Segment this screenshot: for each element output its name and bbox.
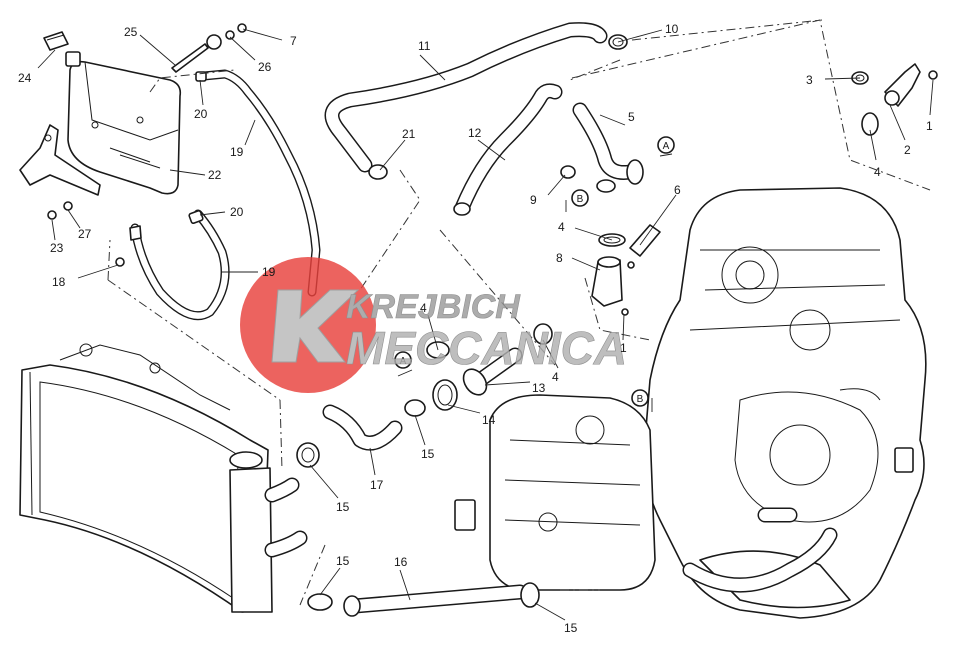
callout-25: 25 [124,25,138,39]
breather-hose-19-upper [199,69,321,297]
bleed-valve-screw [171,23,247,73]
svg-text:A: A [663,141,670,152]
callout-7: 7 [290,34,297,48]
callout-11: 11 [418,39,431,53]
expansion-tank [65,51,182,195]
tank-cap [43,31,69,51]
flow-marker-a-mid: A [394,351,413,377]
svg-text:B: B [577,194,584,205]
hose-11 [324,22,608,173]
callout-4-center: 4 [558,220,565,234]
clamp-4-right [533,323,553,345]
krejbich-meccanica-watermark: KREJBICH MECCANICA [240,257,627,393]
callout-14: 14 [482,413,496,427]
leader-lines [37,28,934,621]
callout-4-right: 4 [552,370,559,384]
callout-26: 26 [258,60,272,74]
callout-labels: 24 25 7 26 20 19 22 20 23 27 18 19 11 10… [18,22,933,635]
clamp-15-c [307,593,333,611]
radiator [19,343,308,613]
callout-4-top: 4 [874,165,881,179]
callout-20-mid: 20 [230,205,244,219]
fitting-2 [884,63,921,107]
clamp-9 [560,165,576,179]
callout-3: 3 [806,73,813,87]
callout-19-mid: 19 [262,265,276,279]
callout-9: 9 [530,193,537,207]
callout-20-top: 20 [194,107,208,121]
pipe-13 [462,347,523,396]
temperature-sensor-6 [627,224,661,269]
callout-13: 13 [532,381,546,395]
svg-text:A: A [400,356,407,367]
watermark-line1: KREJBICH [346,288,521,326]
clamp-15-d [520,582,540,608]
routing-lines [107,19,931,606]
oring-14 [432,379,458,411]
callout-5: 5 [628,110,635,124]
callout-12: 12 [468,126,482,140]
hose-12 [453,83,563,216]
callout-18: 18 [52,275,66,289]
callout-10: 10 [665,22,679,36]
hose-17 [322,404,403,451]
callout-21: 21 [402,127,416,141]
engine-hose-lower [682,507,838,593]
hose-16 [343,584,528,617]
callout-4-left: 4 [420,301,427,315]
flow-marker-a-top: A [657,136,675,157]
clamp-15-b [296,442,320,468]
callout-2: 2 [904,143,911,157]
callout-15-c: 15 [336,554,350,568]
watermark-line2: MECCANICA [346,322,627,374]
callout-19-top: 19 [230,145,244,159]
clamp-21 [368,164,388,180]
callout-22: 22 [208,168,222,182]
callout-6: 6 [674,183,681,197]
svg-text:B: B [637,394,644,405]
callout-15-d: 15 [564,621,578,635]
hose-fittings-20 [115,71,207,267]
screw-1-top [928,70,938,80]
clamp-4-top [861,112,879,136]
callout-15-a: 15 [421,447,435,461]
callout-27: 27 [78,227,92,241]
tank-bracket [19,124,101,196]
fitting-8 [591,256,629,316]
flow-marker-b-mid: B [631,389,653,412]
flow-marker-b-top: B [565,189,589,212]
engine-side-cover [454,394,656,591]
callout-17: 17 [370,478,384,492]
clamp-15-a [404,399,426,417]
watermark-k-mark [271,289,360,363]
callout-16: 16 [394,555,408,569]
callout-1-center: 1 [620,341,627,355]
elbow-fitting-5 [572,102,644,193]
callout-1-top: 1 [926,119,933,133]
callout-23: 23 [50,241,64,255]
breather-hose-19-lower [130,209,230,321]
callout-24: 24 [18,71,32,85]
callout-15-b: 15 [336,500,350,514]
callout-8: 8 [556,251,563,265]
engine [643,187,927,619]
